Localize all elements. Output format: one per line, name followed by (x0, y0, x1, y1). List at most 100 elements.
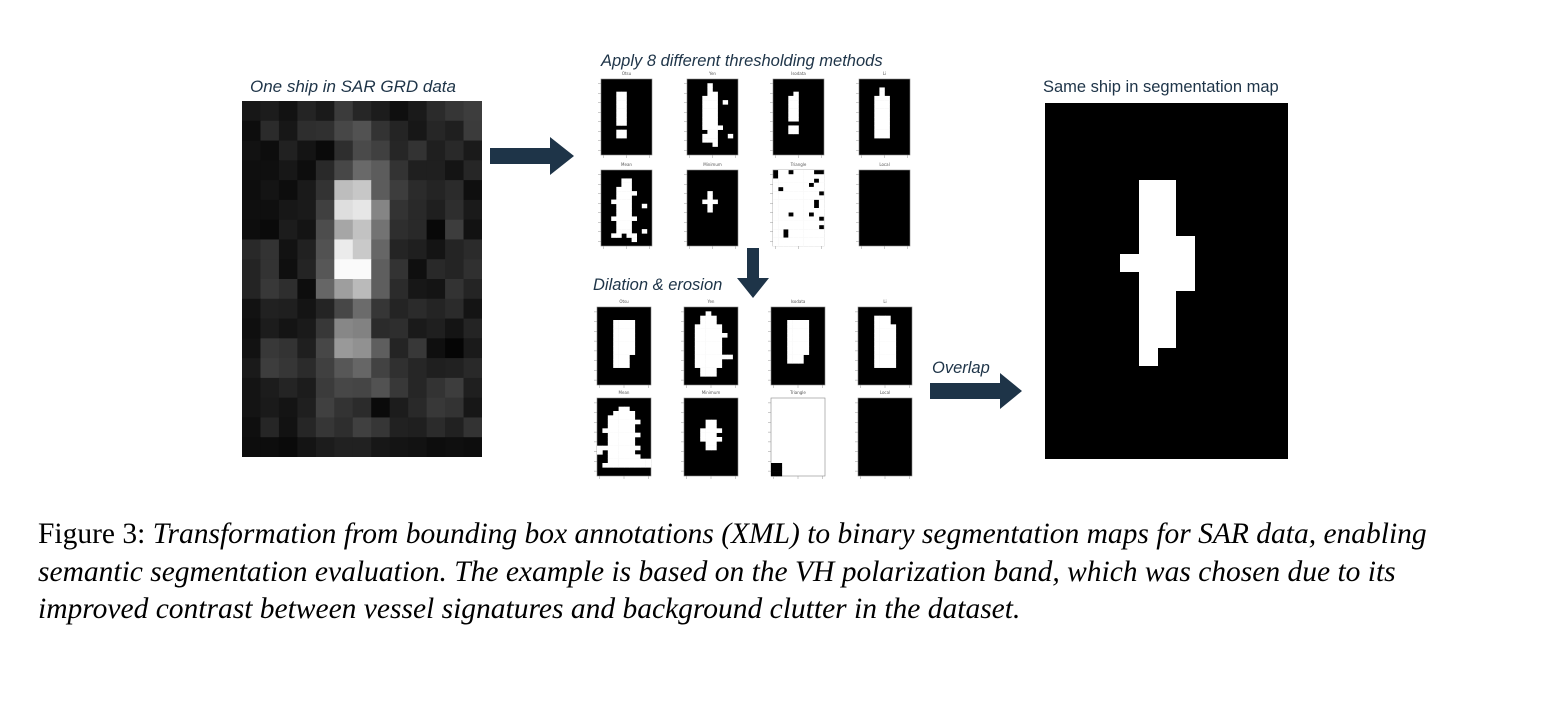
mask-cell (788, 220, 794, 226)
sar-pixel (463, 318, 483, 339)
sar-pixel (389, 101, 409, 122)
sar-pixel (408, 279, 428, 300)
mask-cell (773, 233, 779, 238)
mask-cell (885, 350, 891, 355)
mask-cell (798, 237, 804, 243)
mask-cell (778, 178, 784, 183)
sar-pixel (352, 239, 372, 260)
mask-cell (712, 100, 718, 105)
sar-pixel (408, 199, 428, 221)
mask-cell (788, 229, 794, 234)
mask-cell (793, 212, 799, 217)
mask-cell (808, 208, 815, 213)
mask-cell (711, 341, 717, 347)
sar-pixel (426, 417, 446, 438)
mask-cell (607, 415, 614, 420)
mask-cell (874, 121, 880, 126)
mask-cell (712, 199, 718, 205)
mask-cell (624, 363, 630, 368)
sar-pixel (334, 180, 354, 201)
sar-pixel (463, 358, 483, 379)
mask-cell (788, 199, 794, 205)
mask-cell (879, 91, 885, 97)
sar-image-title: One ship in SAR GRD data (250, 77, 456, 96)
mask-cell (783, 170, 789, 175)
threshold-panel: Mean (593, 162, 660, 254)
mask-cell (711, 350, 717, 355)
mask-cell (613, 441, 619, 446)
mask-cell (808, 191, 815, 196)
sar-pixel (426, 101, 446, 122)
mask-cell (818, 199, 825, 205)
threshold-panel: Minimum (676, 390, 746, 484)
mask-cell (707, 95, 713, 101)
sar-pixel (352, 397, 372, 418)
mask-cell (879, 320, 886, 325)
mask-cell (702, 199, 708, 205)
mask-cell (616, 199, 622, 205)
mask-cell (711, 367, 717, 373)
sar-pixel (315, 358, 335, 379)
mask-cell (808, 195, 815, 200)
mask-cell (788, 186, 794, 192)
sar-pixel (371, 377, 391, 399)
sar-pixel (463, 259, 483, 280)
mask-cell (793, 108, 799, 114)
mask-cell (624, 415, 630, 420)
mask-cell (626, 229, 632, 234)
mask-cell (874, 341, 880, 347)
mask-cell (798, 220, 804, 226)
mask-cell (788, 241, 794, 247)
overlap-label: Overlap (932, 359, 990, 377)
mask-cell (618, 445, 625, 451)
mask-cell (716, 428, 723, 433)
sar-pixel (371, 298, 391, 320)
sar-pixel (408, 239, 428, 260)
mask-cell (618, 415, 625, 420)
mask-cell (626, 191, 632, 196)
mask-cell (716, 354, 723, 360)
sar-pixel (278, 397, 298, 418)
mask-cell (702, 95, 708, 101)
mask-cell (607, 450, 614, 455)
mask-cell (712, 117, 718, 122)
sar-pixel (371, 318, 391, 339)
mask-cell (616, 112, 622, 118)
mask-cell (792, 320, 799, 325)
mask-cell (618, 419, 625, 425)
mask-cell (626, 203, 632, 209)
mask-cell (798, 350, 804, 355)
mask-cell (778, 220, 784, 226)
arrow-right-icon (490, 137, 574, 175)
mask-cell (808, 224, 815, 230)
mask-cell (618, 441, 625, 446)
mask-cell (727, 354, 733, 360)
arrow-down-icon (737, 248, 769, 298)
sar-pixel (371, 101, 391, 122)
mask-cell (778, 208, 784, 213)
sar-pixel (445, 180, 465, 201)
sar-pixel (297, 259, 317, 280)
mask-cell (621, 212, 627, 217)
mask-cell (624, 359, 630, 364)
mask-cell (773, 237, 779, 243)
mask-cell (885, 324, 891, 329)
panel-mask (770, 169, 825, 249)
mask-cell (621, 117, 627, 122)
mask-cell (778, 233, 784, 238)
mask-cell (629, 450, 636, 455)
mask-cell (885, 341, 891, 347)
mask-cell (641, 229, 648, 234)
mask-cell (879, 104, 885, 109)
sar-pixel (371, 239, 391, 260)
mask-cell (705, 432, 712, 438)
mask-cell (634, 432, 641, 438)
panel-title: Mean (621, 162, 632, 167)
sar-pixel (445, 160, 465, 181)
mask-cell (818, 182, 825, 188)
sar-pixel (297, 358, 317, 379)
mask-cell (798, 320, 804, 325)
mask-cell (711, 333, 717, 338)
mask-cell (700, 328, 706, 334)
sar-pixel (389, 318, 409, 339)
